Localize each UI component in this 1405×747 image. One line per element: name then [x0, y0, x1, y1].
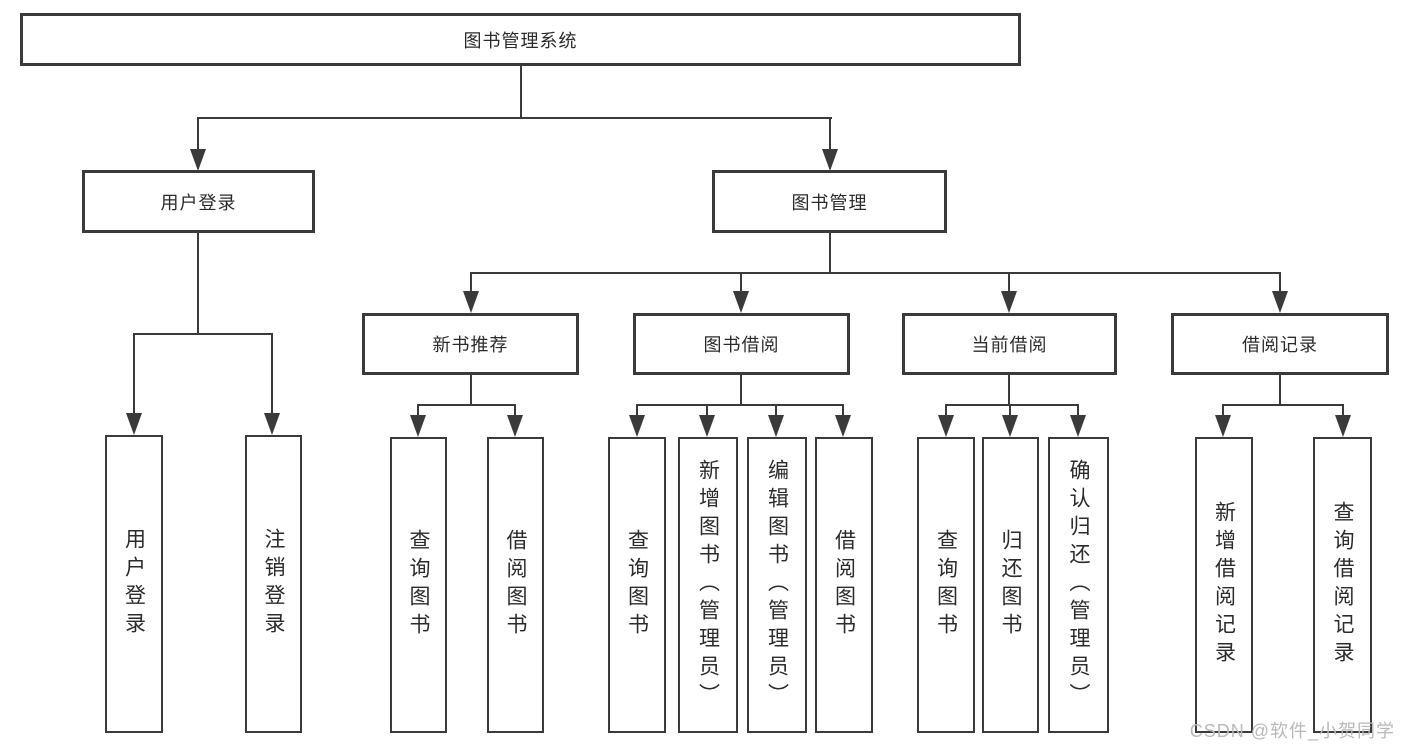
connector-borrow-stem [740, 375, 742, 404]
connector-login-bus [133, 333, 273, 335]
arrow-to-leaf-logout [264, 413, 280, 435]
leaf-borrow-query-books: 查询图书 [608, 437, 666, 733]
connector-drop-cur-return [1009, 404, 1011, 415]
leaf-confirm-return-admin: 确认归还（管理员） [1048, 437, 1109, 733]
connector-recommend-bus [417, 404, 516, 406]
leaf-add-borrow-record: 新增借阅记录 [1195, 437, 1253, 733]
leaf-add-book-admin-label: 新增图书（管理员） [696, 459, 720, 711]
arrow-to-rec-query [410, 415, 426, 437]
leaf-return-book: 归还图书 [982, 437, 1039, 733]
node-new-book-recommend-label: 新书推荐 [432, 335, 509, 355]
connector-drop-rec-query [417, 404, 419, 415]
leaf-borrow-borrow-books-label: 借阅图书 [832, 529, 856, 641]
leaf-recommend-query-books: 查询图书 [390, 437, 447, 733]
arrow-to-records [1272, 291, 1288, 313]
leaf-add-book-admin: 新增图书（管理员） [678, 437, 738, 733]
node-new-book-recommend: 新书推荐 [362, 313, 579, 375]
node-book-borrow-label: 图书借阅 [703, 335, 780, 355]
arrow-to-cur-query [938, 415, 954, 437]
connector-drop-user-login [197, 117, 199, 150]
connector-mgmt-bus [470, 272, 1281, 274]
connector-drop-cur-query [945, 404, 947, 415]
connector-drop-borrow [740, 272, 742, 291]
arrow-to-leaf-login [126, 413, 142, 435]
connector-drop-recd-add [1222, 404, 1224, 415]
arrow-to-current [1001, 291, 1017, 313]
arrow-to-cur-return [1002, 415, 1018, 437]
connector-root-stem [520, 66, 522, 117]
node-user-login: 用户登录 [82, 170, 315, 233]
arrow-to-recommend [463, 291, 479, 313]
arrow-to-borrow [733, 291, 749, 313]
leaf-borrow-borrow-books: 借阅图书 [815, 437, 873, 733]
leaf-query-borrow-record-label: 查询借阅记录 [1331, 501, 1354, 669]
leaf-recommend-query-books-label: 查询图书 [407, 529, 430, 641]
leaf-borrow-query-books-label: 查询图书 [625, 529, 649, 641]
connector-root-bus [197, 117, 832, 119]
arrow-to-book-management [822, 149, 838, 171]
arrow-to-bor-edit [768, 415, 784, 437]
node-current-borrow-label: 当前借阅 [971, 335, 1048, 355]
csdn-watermark: CSDN @软件_小贺同学 [1189, 721, 1395, 741]
connector-drop-recommend [470, 272, 472, 291]
connector-login-stem [197, 233, 199, 333]
node-borrow-records: 借阅记录 [1171, 313, 1389, 375]
connector-drop-cur-confirm [1077, 404, 1079, 415]
connector-recommend-stem [470, 375, 472, 404]
leaf-current-query-books: 查询图书 [917, 437, 975, 733]
connector-drop-current [1008, 272, 1010, 291]
connector-mgmt-stem [829, 233, 831, 272]
connector-drop-bor-query [636, 404, 638, 415]
leaf-confirm-return-admin-label: 确认归还（管理员） [1067, 459, 1090, 711]
connector-drop-leaf-logout [271, 333, 273, 414]
leaf-user-login: 用户登录 [105, 435, 163, 733]
node-root-label: 图书管理系统 [463, 30, 578, 51]
connector-drop-bor-borrow [842, 404, 844, 415]
leaf-recommend-borrow-books-label: 借阅图书 [504, 529, 527, 641]
connector-drop-recd-query [1342, 404, 1344, 415]
leaf-edit-book-admin-label: 编辑图书（管理员） [765, 459, 789, 711]
leaf-query-borrow-record: 查询借阅记录 [1313, 437, 1372, 733]
node-book-borrow: 图书借阅 [633, 313, 850, 375]
arrow-to-recd-add [1215, 415, 1231, 437]
arrow-to-bor-query [629, 415, 645, 437]
node-borrow-records-label: 借阅记录 [1242, 335, 1318, 355]
arrow-to-user-login [190, 149, 206, 171]
arrow-to-bor-borrow [835, 415, 851, 437]
connector-drop-bor-add [706, 404, 708, 415]
connector-drop-leaf-login [133, 333, 135, 414]
leaf-add-borrow-record-label: 新增借阅记录 [1212, 501, 1236, 669]
connector-records-stem [1279, 375, 1281, 404]
leaf-logout-label: 注销登录 [262, 528, 285, 640]
leaf-return-book-label: 归还图书 [999, 529, 1022, 641]
arrow-to-bor-add [699, 415, 715, 437]
node-book-management: 图书管理 [712, 170, 947, 233]
leaf-current-query-books-label: 查询图书 [934, 529, 958, 641]
node-root: 图书管理系统 [20, 13, 1021, 66]
connector-drop-records [1279, 272, 1281, 291]
leaf-user-login-label: 用户登录 [122, 528, 146, 640]
connector-drop-rec-borrow [514, 404, 516, 415]
connector-current-bus [945, 404, 1079, 406]
arrow-to-cur-confirm [1070, 415, 1086, 437]
connector-records-bus [1222, 404, 1344, 406]
arrow-to-recd-query [1335, 415, 1351, 437]
leaf-recommend-borrow-books: 借阅图书 [487, 437, 544, 733]
connector-current-stem [1008, 375, 1010, 404]
arrow-to-rec-borrow [507, 415, 523, 437]
connector-drop-bor-edit [775, 404, 777, 415]
node-current-borrow: 当前借阅 [902, 313, 1117, 375]
node-user-login-label: 用户登录 [160, 192, 237, 213]
node-book-management-label: 图书管理 [791, 192, 868, 213]
connector-drop-book-management [829, 117, 831, 150]
connector-borrow-bus [636, 404, 843, 406]
leaf-logout: 注销登录 [245, 435, 302, 733]
leaf-edit-book-admin: 编辑图书（管理员） [747, 437, 807, 733]
